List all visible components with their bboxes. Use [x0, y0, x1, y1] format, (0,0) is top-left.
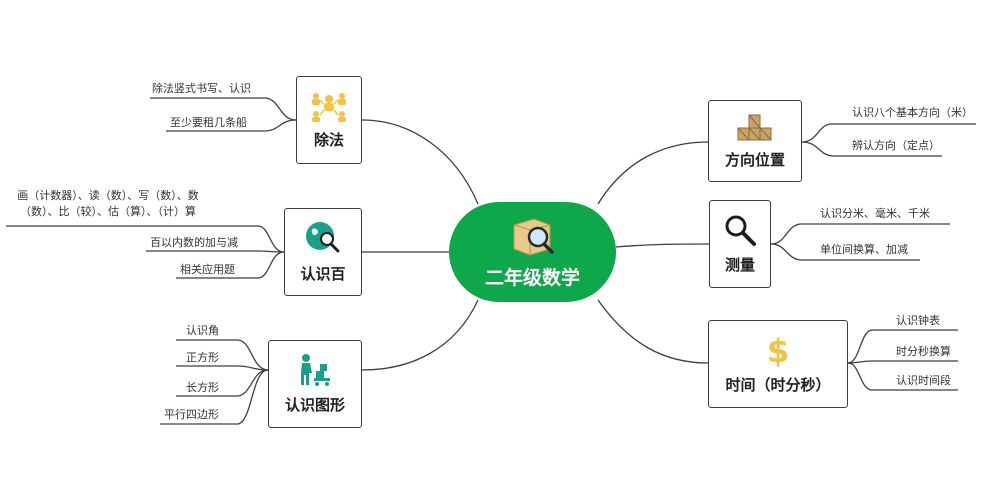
subtopic[interactable]: 认识钟表 — [896, 314, 940, 327]
subtopic[interactable]: 认识角 — [186, 324, 219, 337]
topic-measure[interactable]: 测量 — [709, 200, 771, 288]
subtopic[interactable]: 百以内数的加与减 — [150, 236, 238, 249]
topic-time[interactable]: $ 时间（时分秒） — [708, 320, 848, 408]
subtopic[interactable]: 认识分米、毫米、千米 — [820, 207, 930, 220]
link-center-measure — [615, 243, 710, 248]
subtopic[interactable]: 单位间换算、加减 — [820, 243, 908, 256]
dollar-icon: $ — [763, 332, 793, 371]
svg-text:$: $ — [767, 333, 789, 367]
subtopic[interactable]: 至少要租几条船 — [170, 116, 247, 129]
subtopic[interactable]: 长方形 — [186, 381, 219, 394]
magnifier-icon — [723, 213, 757, 251]
globe-magnifier-icon — [303, 220, 343, 260]
people-network-icon — [309, 90, 349, 126]
topic-shapes-label: 认识图形 — [284, 396, 345, 414]
subtopic[interactable]: 辨认方向（定点） — [852, 139, 940, 152]
link-center-shapes — [361, 299, 479, 371]
topic-time-label: 时间（时分秒） — [725, 376, 831, 394]
topic-direction-label: 方向位置 — [724, 151, 785, 169]
link-center-division — [361, 119, 479, 205]
topic-shapes[interactable]: 认识图形 — [268, 340, 362, 428]
topic-measure-label: 测量 — [724, 256, 755, 274]
topic-division-label: 除法 — [313, 131, 344, 149]
topic-hundred[interactable]: 认识百 — [284, 208, 362, 296]
subtopic[interactable]: 正方形 — [186, 351, 219, 364]
subtopic[interactable]: 相关应用题 — [180, 263, 235, 276]
subtopic[interactable]: 时分秒换算 — [896, 345, 951, 358]
subtopic[interactable]: 认识时间段 — [896, 374, 951, 387]
topic-direction[interactable]: 方向位置 — [708, 100, 802, 182]
topic-division[interactable]: 除法 — [296, 76, 362, 164]
worker-cart-icon — [297, 353, 333, 391]
subtopic[interactable]: 平行四边形 — [164, 408, 219, 421]
boxes-icon — [736, 112, 774, 146]
subtopic[interactable]: 除法竖式书写、认识 — [152, 82, 251, 95]
link-center-time — [597, 299, 709, 364]
central-topic[interactable]: 二年级数学 — [449, 202, 616, 302]
subtopic[interactable]: 认识八个基本方向（米） — [852, 106, 973, 119]
box-magnifier-icon — [510, 215, 556, 261]
subtopic[interactable]: 画（计数器）、读（数）、写（数）、数（数）、比（较）、估（算）、（计）算 — [17, 189, 199, 218]
topic-hundred-label: 认识百 — [300, 265, 346, 283]
link-center-direction — [597, 141, 709, 205]
central-topic-label: 二年级数学 — [484, 266, 580, 289]
